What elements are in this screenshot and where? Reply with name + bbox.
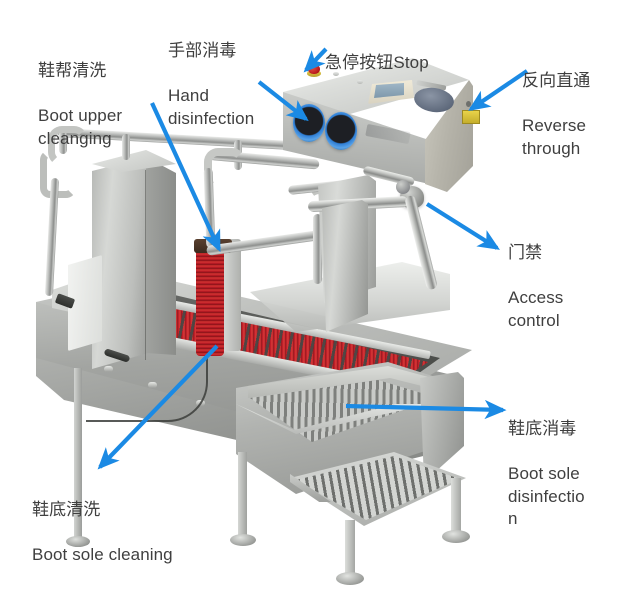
- label-boot-upper-cleaning-cn: 鞋帮清洗: [38, 61, 107, 81]
- label-emergency-stop-cn: 急停按钮Stop: [325, 53, 429, 73]
- hand-opening-right: [325, 112, 357, 150]
- label-boot-sole-cleaning-en: Boot sole cleaning: [32, 545, 173, 565]
- boot-upper-brush: [196, 248, 224, 356]
- foot-front-left: [230, 534, 256, 546]
- foot-rear-left: [66, 536, 90, 547]
- turnstile-column: [322, 200, 368, 332]
- indicator-lamp-2: [357, 80, 363, 84]
- label-reverse-through-cn: 反向直通: [522, 71, 591, 91]
- foot-step-center: [336, 572, 364, 585]
- foot-step-right: [442, 530, 470, 543]
- label-boot-sole-cleaning-cn: 鞋底清洗: [32, 500, 101, 520]
- label-hand-disinfection-cn: 手部消毒: [168, 41, 237, 61]
- leg-step-center: [345, 520, 355, 576]
- cabinet-side-face: [146, 157, 176, 355]
- cabinet-door-seam: [145, 170, 146, 360]
- label-reverse-through-en: Reverse through: [522, 116, 587, 158]
- label-reverse-through: 反向直通 Reverse through: [522, 48, 638, 183]
- label-boot-sole-disinfection-en: Boot sole disinfectio n: [508, 464, 585, 529]
- label-access-control-en: Access control: [508, 288, 564, 330]
- leg-step-right: [451, 478, 461, 534]
- reverse-sensor-dot: [466, 101, 471, 107]
- leg-front-left: [238, 452, 247, 538]
- power-cable: [86, 356, 208, 422]
- label-hand-disinfection: 手部消毒 Hand disinfection: [168, 18, 298, 153]
- label-boot-sole-cleaning: 鞋底清洗 Boot sole cleaning: [32, 477, 252, 589]
- handrail-back-curve: [48, 126, 88, 166]
- handrail-front-post: [313, 214, 322, 284]
- label-emergency-stop: 急停按钮Stop: [325, 30, 485, 97]
- label-access-control-cn: 门禁: [508, 243, 543, 263]
- label-hand-disinfection-en: Hand disinfection: [168, 86, 255, 128]
- leg-rear-left: [74, 368, 82, 540]
- indicator-lamp-1: [333, 72, 339, 76]
- emergency-stop-button[interactable]: [308, 64, 320, 74]
- label-boot-sole-disinfection: 鞋底消毒 Boot sole disinfectio n: [508, 396, 632, 553]
- label-boot-sole-disinfection-cn: 鞋底消毒: [508, 419, 577, 439]
- reverse-through-label: [462, 110, 480, 124]
- label-boot-upper-cleaning-en: Boot upper cleanging: [38, 106, 123, 148]
- label-boot-upper-cleaning: 鞋帮清洗 Boot upper cleanging: [38, 38, 178, 173]
- turnstile-arm-hinge: [396, 180, 410, 194]
- handrail-back-post-mid: [122, 134, 130, 160]
- handrail-back-post-left: [59, 130, 67, 154]
- display-screen[interactable]: [374, 83, 404, 98]
- label-access-control: 门禁 Access control: [508, 220, 628, 355]
